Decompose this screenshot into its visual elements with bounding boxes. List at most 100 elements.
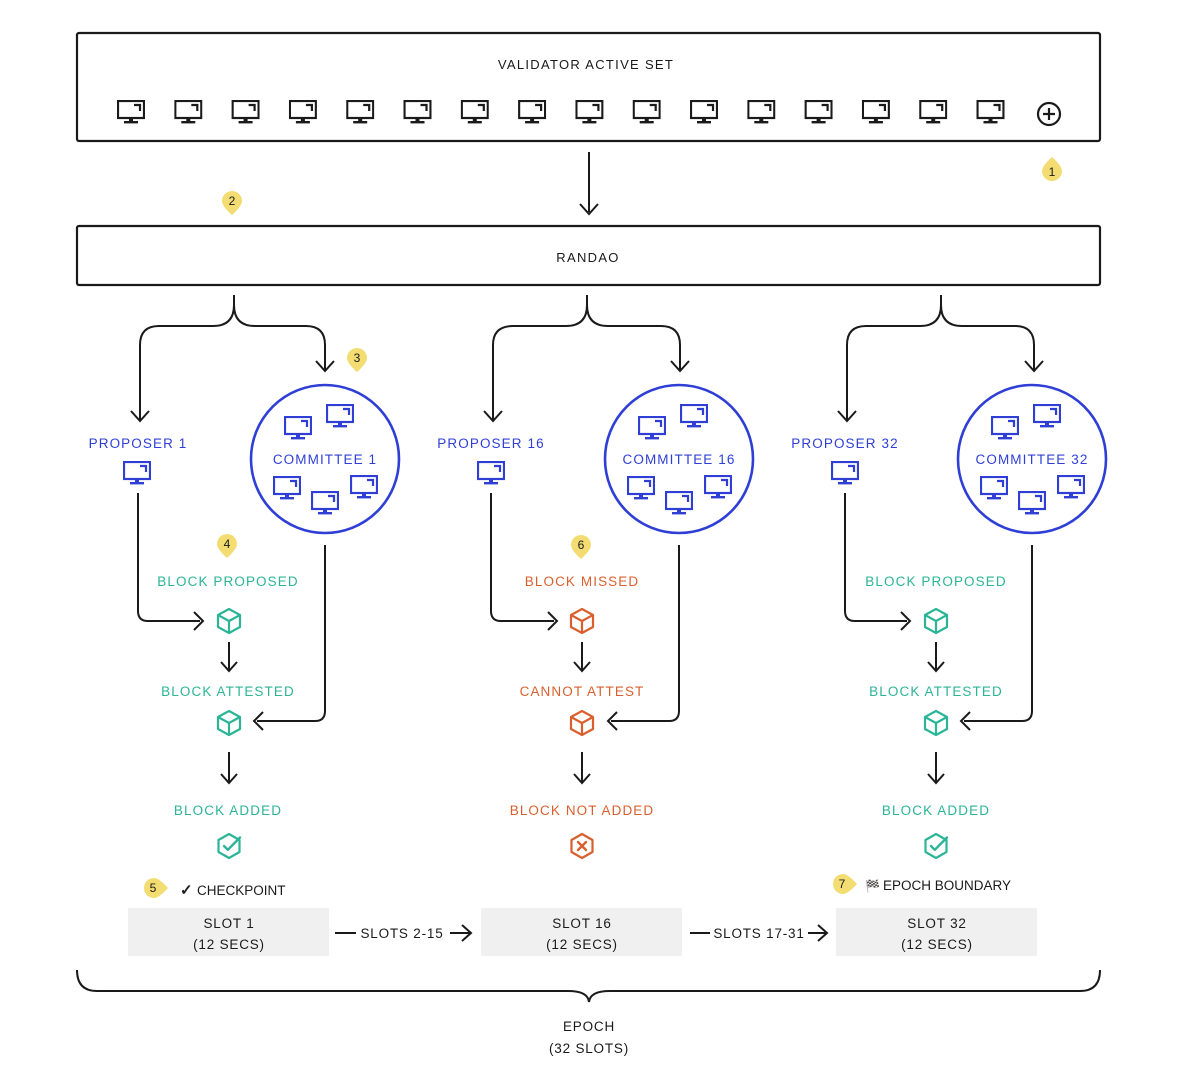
committee-monitor-icon: [326, 404, 354, 428]
down-arrow: [220, 752, 238, 785]
committee-label: COMMITTEE 32: [976, 452, 1089, 467]
monitor-icon: [632, 100, 661, 124]
committee-monitor-icon: [350, 475, 378, 499]
check-badge-icon: [924, 832, 949, 860]
slot-box: [836, 908, 1037, 956]
monitor-icon: [231, 100, 260, 124]
block-cube-icon: [923, 607, 949, 635]
marker-number: 7: [839, 877, 846, 891]
monitor-icon: [518, 100, 547, 124]
epoch-slots-label: (32 SLOTS): [549, 1041, 629, 1056]
validator-set-title: VALIDATOR ACTIVE SET: [498, 57, 674, 72]
marker-number: 3: [354, 351, 361, 365]
branch-connector-16: [483, 295, 690, 423]
marker-number: 4: [224, 537, 231, 551]
validator-set-box: [75, 31, 1102, 143]
monitor-icon: [861, 100, 890, 124]
down-arrow: [573, 642, 591, 673]
monitor-icon: [575, 100, 604, 124]
block-cube-icon: [216, 709, 242, 737]
block-step2-label: BLOCK ATTESTED: [161, 684, 295, 699]
proposer-monitor-icon: [477, 461, 505, 485]
committee-circle: [603, 383, 755, 535]
down-arrow: [927, 752, 945, 785]
committee-monitor-icon: [311, 491, 339, 515]
committee-monitor-icon: [704, 475, 732, 499]
slot-column-32: PROPOSER 32 COMMITTEE 32 BLOCK PROPOSED …: [791, 383, 1108, 956]
marker-3: 3: [347, 348, 367, 372]
marker-6: 6: [571, 535, 591, 559]
block-step3-label: BLOCK NOT ADDED: [510, 803, 655, 818]
validator-row: [117, 100, 1005, 124]
marker-4: 4: [217, 534, 237, 558]
committee-to-attest-arrow: [257, 545, 326, 722]
slots-2-15-connector: SLOTS 2-15: [335, 924, 473, 942]
block-step1-label: BLOCK MISSED: [525, 574, 639, 589]
marker-number: 6: [578, 538, 585, 552]
proposer-to-block-arrow: [137, 493, 200, 622]
block-step2-label: CANNOT ATTEST: [520, 684, 645, 699]
marker-5: 5: [144, 878, 168, 898]
proposer-label: PROPOSER 32: [791, 436, 898, 451]
branch-connector-1: [130, 295, 335, 423]
committee-monitor-icon: [627, 476, 655, 500]
randao-box: [75, 224, 1102, 287]
monitor-icon: [403, 100, 432, 124]
slots-17-31-connector: SLOTS 17-31: [690, 924, 829, 942]
block-cube-icon: [923, 709, 949, 737]
epoch-brace: [76, 969, 1101, 1003]
proposer-to-block-arrow: [490, 493, 554, 622]
committee-monitor-icon: [284, 416, 312, 440]
committee-circle: [956, 383, 1108, 535]
between-slots-label: SLOTS 2-15: [360, 926, 443, 941]
proposer-label: PROPOSER 16: [437, 436, 544, 451]
proposer-monitor-icon: [831, 461, 859, 485]
checkmark-icon: ✓: [180, 882, 193, 899]
proposer-monitor-icon: [123, 461, 151, 485]
monitor-icon: [919, 100, 948, 124]
block-step1-label: BLOCK PROPOSED: [157, 574, 298, 589]
slot-label: SLOT 16: [552, 916, 611, 931]
committee-monitor-icon: [1057, 475, 1085, 499]
slot-box: [481, 908, 682, 956]
slot-duration: (12 SECS): [193, 937, 265, 952]
slot-column-16: PROPOSER 16 COMMITTEE 16 BLOCK MISSED CA…: [437, 383, 755, 956]
committee-to-attest-arrow: [611, 545, 680, 722]
committee-monitor-icon: [1018, 491, 1046, 515]
marker-number: 2: [229, 194, 236, 208]
block-cube-icon: [569, 607, 595, 635]
marker-1: 1: [1042, 157, 1062, 181]
committee-to-attest-arrow: [964, 545, 1033, 722]
block-step2-label: BLOCK ATTESTED: [869, 684, 1003, 699]
down-arrow: [573, 752, 591, 785]
block-step1-label: BLOCK PROPOSED: [865, 574, 1006, 589]
slot-label: SLOT 32: [907, 916, 966, 931]
x-badge-icon: [570, 832, 594, 860]
committee-label: COMMITTEE 16: [623, 452, 736, 467]
marker-number: 5: [150, 881, 157, 895]
committee-monitor-icon: [273, 476, 301, 500]
monitor-icon: [976, 100, 1005, 124]
committee-monitor-icon: [1033, 404, 1061, 428]
checkpoint-note: ✓ CHECKPOINT: [180, 882, 286, 899]
monitor-icon: [460, 100, 489, 124]
proposer-to-block-arrow: [844, 493, 907, 622]
slot-box: [128, 908, 329, 956]
add-validator-icon[interactable]: [1036, 101, 1062, 127]
committee-label: COMMITTEE 1: [273, 452, 377, 467]
checkered-flag-icon: 🏁: [865, 879, 880, 893]
epoch-boundary-label: EPOCH BOUNDARY: [883, 878, 1011, 893]
block-cube-icon: [216, 607, 242, 635]
monitor-icon: [346, 100, 375, 124]
branch-connector-32: [837, 295, 1044, 423]
down-arrow: [220, 642, 238, 673]
randao-label: RANDAO: [556, 250, 619, 265]
check-badge-icon: [217, 832, 242, 860]
block-cube-icon: [569, 709, 595, 737]
epoch-label: EPOCH: [563, 1019, 615, 1034]
between-slots-label: SLOTS 17-31: [713, 926, 804, 941]
monitor-icon: [174, 100, 203, 124]
down-arrow: [927, 642, 945, 673]
monitor-icon: [804, 100, 833, 124]
